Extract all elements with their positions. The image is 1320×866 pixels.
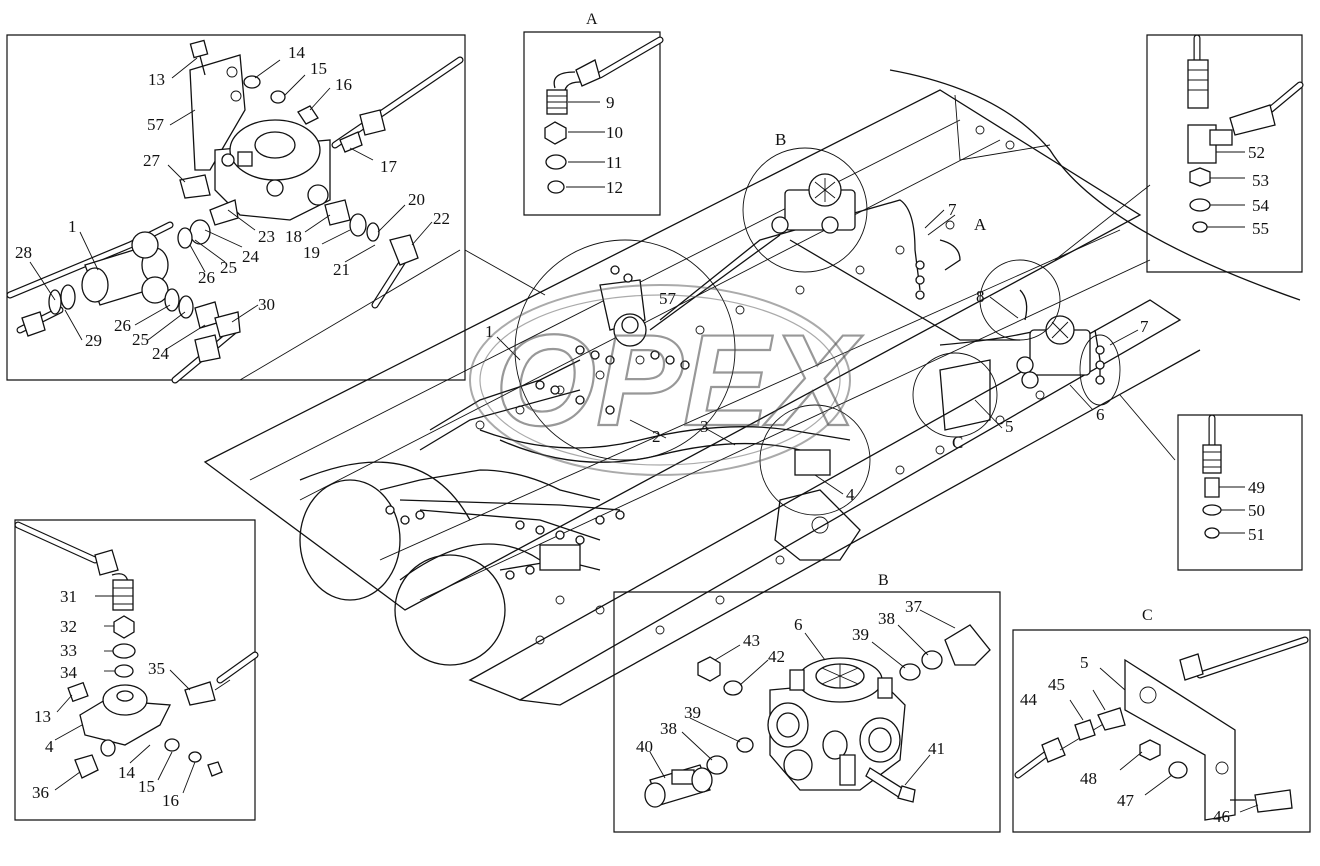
label-view-a: A	[974, 215, 987, 234]
callout-33: 33	[60, 641, 77, 660]
inset-b: B	[613, 572, 1001, 833]
callout-36: 36	[32, 783, 49, 802]
callout-20: 20	[408, 190, 425, 209]
callout-34: 34	[60, 663, 78, 682]
callout-21: 21	[333, 260, 350, 279]
callout-30: 30	[258, 295, 275, 314]
callout-14b: 14	[118, 763, 136, 782]
callout-50: 50	[1248, 501, 1265, 520]
callout-37: 37	[905, 597, 923, 616]
label-2: 2	[652, 427, 661, 446]
detail-circle-b	[742, 147, 868, 273]
callout-14: 14	[288, 43, 306, 62]
callout-35: 35	[148, 659, 165, 678]
label-3: 3	[700, 417, 709, 436]
inset-c-title: C	[1142, 607, 1153, 624]
callout-29: 29	[85, 331, 102, 350]
callout-24b: 24	[152, 344, 170, 363]
callout-23: 23	[258, 227, 275, 246]
main-assembly: B A C 57 1 2 3 4 5 6 7 7 8	[203, 69, 1301, 706]
inset-b-title: B	[878, 572, 889, 589]
callout-52: 52	[1248, 143, 1265, 162]
watermark-text: OPEX	[495, 307, 864, 453]
label-1: 1	[485, 322, 494, 341]
callout-25b: 25	[132, 330, 149, 349]
callout-c-5: 5	[1080, 653, 1089, 672]
callout-38a: 38	[878, 609, 895, 628]
callout-9: 9	[606, 93, 615, 112]
callout-26b: 26	[114, 316, 131, 335]
callout-49: 49	[1248, 478, 1265, 497]
label-4: 4	[846, 485, 855, 504]
callout-25: 25	[220, 258, 237, 277]
detail-ellipse-7	[1079, 334, 1121, 406]
callout-b-6: 6	[794, 615, 803, 634]
callout-31: 31	[60, 587, 77, 606]
inset-a-title: A	[586, 11, 598, 28]
label-6: 6	[1096, 405, 1105, 424]
callout-45: 45	[1048, 675, 1065, 694]
callout-39b: 39	[684, 703, 701, 722]
callout-48: 48	[1080, 769, 1097, 788]
inset-right-mid: 49 50 51	[1177, 414, 1303, 571]
callout-53: 53	[1252, 171, 1269, 190]
label-view-b: B	[775, 130, 786, 149]
callout-15: 15	[310, 59, 327, 78]
callout-54: 54	[1252, 196, 1270, 215]
callout-19: 19	[303, 243, 320, 262]
relay-valve-6	[1016, 315, 1091, 389]
callout-41: 41	[928, 739, 945, 758]
callout-13: 13	[148, 70, 165, 89]
callout-16b: 16	[162, 791, 179, 810]
detail-circle-c	[912, 352, 998, 438]
callout-26: 26	[198, 268, 215, 287]
callout-12: 12	[606, 178, 623, 197]
callout-28: 28	[15, 243, 32, 262]
label-view-c: C	[952, 433, 963, 452]
callout-27: 27	[143, 151, 161, 170]
callout-39a: 39	[852, 625, 869, 644]
callout-1: 1	[68, 217, 77, 236]
valve-57	[599, 279, 647, 347]
callout-32: 32	[60, 617, 77, 636]
callout-44: 44	[1020, 690, 1038, 709]
callout-15b: 15	[138, 777, 155, 796]
label-7b: 7	[1140, 317, 1149, 336]
callout-46: 46	[1213, 807, 1230, 826]
callout-38b: 38	[660, 719, 677, 738]
label-57: 57	[659, 289, 677, 308]
inset-a: A 9 10 11 12	[523, 11, 664, 216]
callout-13b: 13	[34, 707, 51, 726]
callout-40: 40	[636, 737, 653, 756]
callout-55: 55	[1252, 219, 1269, 238]
label-7a: 7	[948, 200, 957, 219]
callout-17: 17	[380, 157, 398, 176]
callout-51: 51	[1248, 525, 1265, 544]
inset-right-top: 52 53 54 55	[1146, 34, 1304, 273]
callout-11: 11	[606, 153, 622, 172]
callout-10: 10	[606, 123, 623, 142]
detail-circle-57	[514, 239, 736, 461]
callout-43: 43	[743, 631, 760, 650]
inset-bottom-left: 31 32 33 34 35 13 4 14 15 16 36	[14, 519, 259, 821]
inset-c: C 5 44 45 48 47 46	[1012, 607, 1311, 833]
callout-22: 22	[433, 209, 450, 228]
callout-24: 24	[242, 247, 260, 266]
callout-18: 18	[285, 227, 302, 246]
callout-47: 47	[1117, 791, 1135, 810]
watermark: OPEX	[469, 284, 865, 476]
callout-42: 42	[768, 647, 785, 666]
callout-57: 57	[147, 115, 165, 134]
label-5: 5	[1005, 417, 1014, 436]
label-8: 8	[976, 287, 985, 306]
relay-valve-b	[771, 173, 856, 234]
inset-top-left: 13 14 15 16 57 17 27 1 23 24 25 26 18 19…	[6, 34, 466, 384]
callout-4: 4	[45, 737, 54, 756]
detail-circle-8	[979, 259, 1061, 341]
callout-16: 16	[335, 75, 352, 94]
